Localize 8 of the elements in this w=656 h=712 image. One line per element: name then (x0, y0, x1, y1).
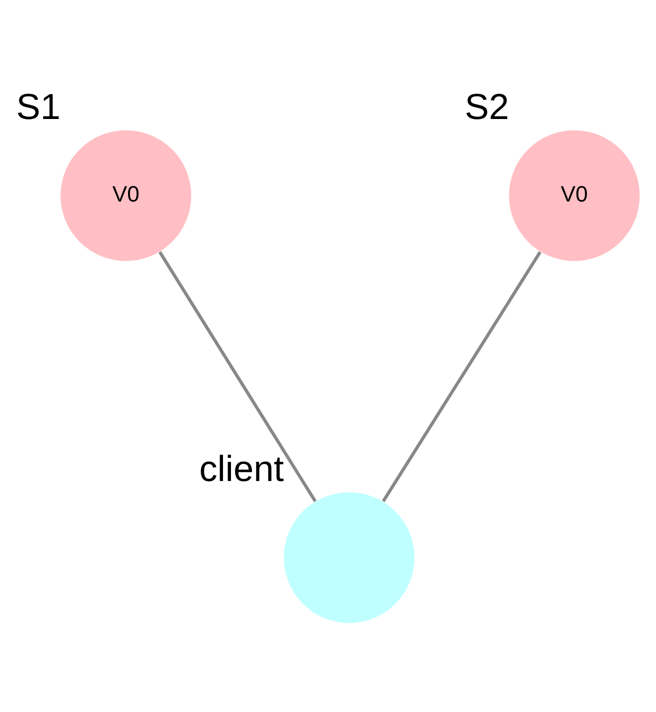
node-circle (284, 492, 414, 622)
connector (382, 250, 542, 502)
node-circle: V0 (60, 130, 192, 260)
node-label: client (199, 447, 284, 488)
node-label: S2 (464, 86, 510, 126)
connector (158, 250, 317, 502)
node-circle: V0 (509, 130, 640, 260)
node-label: S1 (16, 86, 61, 126)
